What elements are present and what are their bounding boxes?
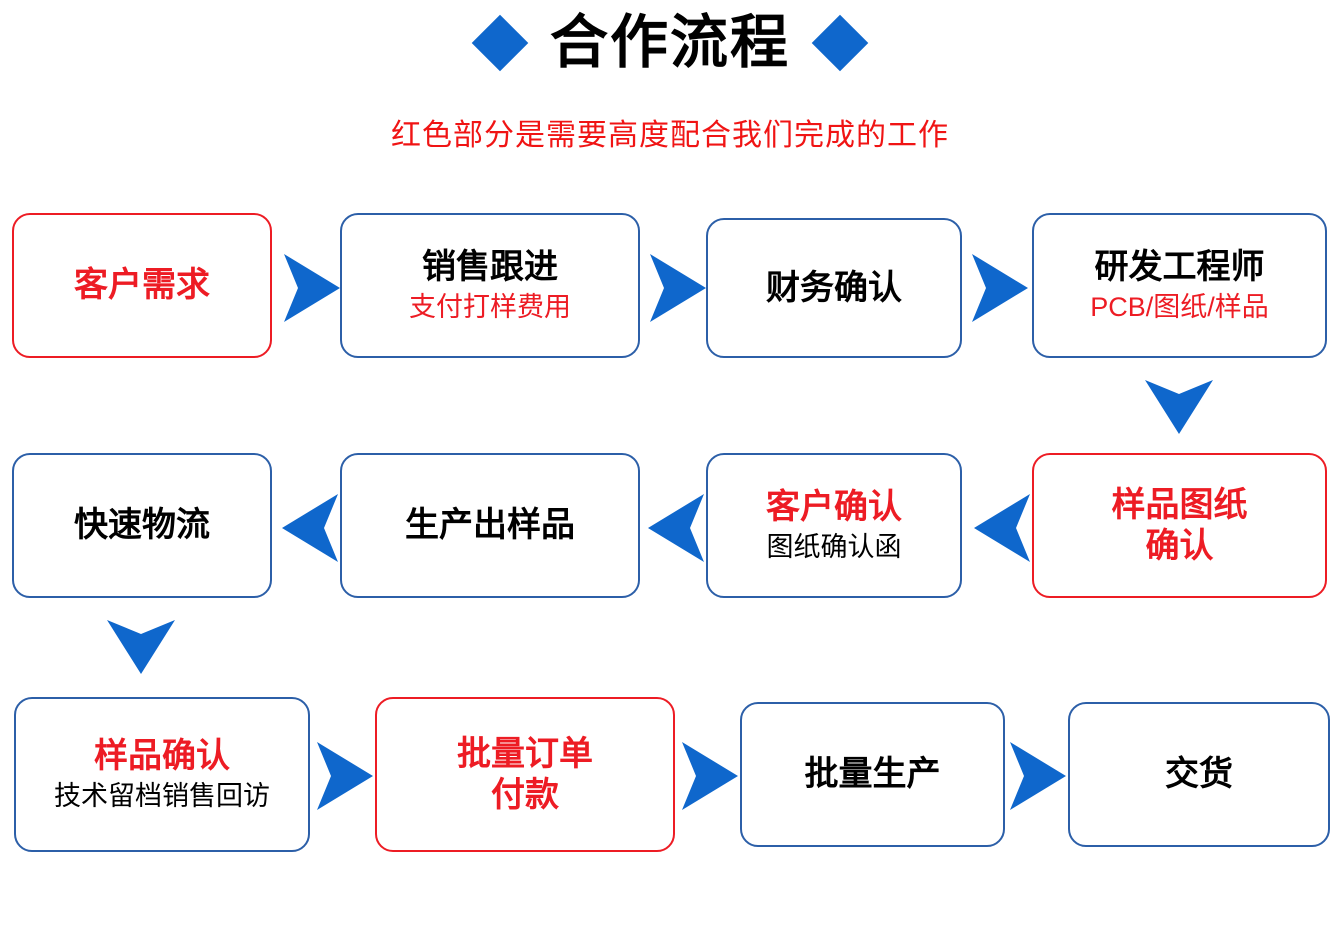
flow-node-produce-sample[interactable]: 生产出样品 (340, 453, 640, 598)
arrow-right-finance-to-rd (970, 252, 1030, 324)
flow-node-title: 客户需求 (74, 266, 210, 305)
flow-node-title: 快速物流 (74, 506, 210, 545)
flow-node-title: 批量生产 (804, 755, 941, 794)
arrow-right-bulk-order-to-bulk-production (680, 740, 740, 812)
arrow-down-fast-logistics-to-sample-confirm (105, 618, 177, 676)
flow-node-title-line2: 付款 (491, 775, 559, 814)
arrow-left-customer-confirm-to-produce-sample (646, 492, 706, 564)
page-title: 合作流程 (549, 10, 790, 75)
flow-node-title-line1: 样品图纸 (1111, 485, 1248, 524)
arrow-left-sample-drawing-to-customer-confirm (972, 492, 1032, 564)
title-row: 合作流程 (0, 14, 1340, 72)
flow-node-title: 样品确认 (94, 736, 230, 775)
flow-node-bulk-order-payment[interactable]: 批量订单 付款 (375, 697, 675, 852)
flow-node-customer-confirm[interactable]: 客户确认 图纸确认函 (706, 453, 962, 598)
flow-node-delivery[interactable]: 交货 (1068, 702, 1330, 847)
flow-node-rd-engineer[interactable]: 研发工程师 PCB/图纸/样品 (1032, 213, 1327, 358)
flow-node-title: 财务确认 (766, 268, 902, 307)
arrow-down-rd-to-sample-drawing (1143, 378, 1215, 436)
page-header: 合作流程 红色部分是需要高度配合我们完成的工作 (0, 0, 1340, 180)
flow-node-title: 交货 (1165, 755, 1233, 794)
flow-node-sales-follow-up[interactable]: 销售跟进 支付打样费用 (340, 213, 640, 358)
arrow-right-sample-confirm-to-bulk-order (315, 740, 375, 812)
flow-node-subtitle: 支付打样费用 (409, 292, 571, 323)
flow-node-subtitle: PCB/图纸/样品 (1090, 292, 1269, 323)
arrow-left-produce-sample-to-fast-logistics (280, 492, 340, 564)
arrow-right-req-to-sales (282, 252, 342, 324)
flow-node-title-line2: 确认 (1145, 526, 1214, 565)
flow-node-title: 研发工程师 (1094, 247, 1265, 286)
flow-node-bulk-production[interactable]: 批量生产 (740, 702, 1005, 847)
flow-node-title-line1: 批量订单 (457, 734, 593, 773)
flow-node-title: 销售跟进 (422, 247, 558, 286)
flow-node-subtitle: 图纸确认函 (766, 532, 902, 563)
arrow-right-bulk-production-to-delivery (1008, 740, 1068, 812)
flow-node-sample-drawing-confirm[interactable]: 样品图纸 确认 (1032, 453, 1327, 598)
flow-node-finance-confirm[interactable]: 财务确认 (706, 218, 962, 358)
arrow-right-sales-to-finance (648, 252, 708, 324)
page-subtitle: 红色部分是需要高度配合我们完成的工作 (391, 119, 949, 152)
flow-node-sample-confirm[interactable]: 样品确认 技术留档销售回访 (14, 697, 310, 852)
flow-node-title: 客户确认 (766, 487, 902, 526)
flow-node-subtitle: 技术留档销售回访 (54, 781, 270, 812)
flow-node-customer-requirement[interactable]: 客户需求 (12, 213, 272, 358)
flow-node-title: 生产出样品 (405, 506, 575, 545)
flow-node-fast-logistics[interactable]: 快速物流 (12, 453, 272, 598)
